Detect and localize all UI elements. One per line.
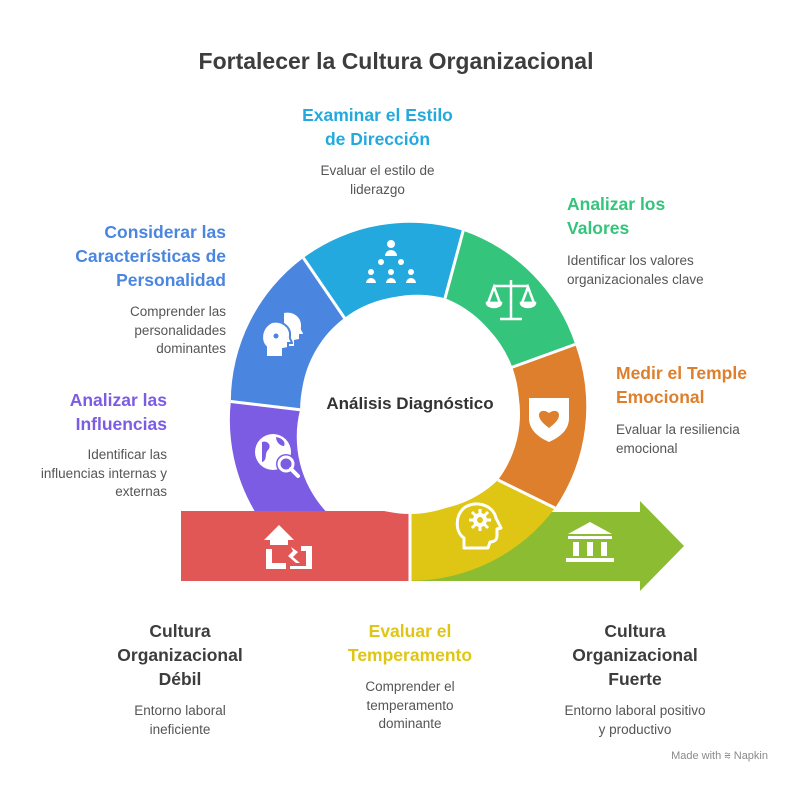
step-desc-weak-culture: Entorno laboral ineficiente	[134, 703, 226, 737]
hierarchy-people-icon	[366, 240, 416, 283]
step-desc-leadership: Evaluar el estilo de liderazgo	[320, 163, 435, 197]
globe-search-icon	[255, 434, 300, 478]
step-desc-strong-culture: Entorno laboral positivo y productivo	[564, 703, 706, 737]
center-disc	[301, 296, 519, 514]
step-desc-personality: Comprender las personalidades dominantes	[129, 304, 226, 356]
step-desc-values: Identificar los valores organizacionales…	[567, 253, 704, 287]
segment-cyan	[303, 222, 464, 321]
step-heading-influences: Analizar las Influencias	[69, 390, 167, 434]
segment-yellow	[410, 480, 555, 581]
weak-culture-bar	[181, 511, 410, 581]
step-heading-emotional: Medir el Temple Emocional	[616, 363, 747, 407]
head-gear-icon	[455, 502, 503, 550]
step-heading-values: Analizar los Valores	[567, 194, 666, 238]
step-heading-temperament: Evaluar el Temperamento	[347, 621, 473, 665]
step-heading-personality: Considerar las Características de Person…	[75, 222, 226, 290]
heart-shield-icon	[529, 398, 569, 442]
heads-icon	[261, 312, 303, 358]
step-desc-emotional: Evaluar la resiliencia emocional	[616, 422, 740, 456]
napkin-footer: Made with ⩬ Napkin	[671, 750, 768, 762]
broken-building-icon	[264, 525, 312, 569]
center-label: Análisis Diagnóstico	[326, 394, 494, 413]
page-title: Fortalecer la Cultura Organizacional	[198, 48, 594, 74]
step-desc-influences: Identificar las influencias internas y e…	[40, 447, 167, 499]
institution-icon	[566, 522, 614, 562]
step-desc-temperament: Comprender el temperamento dominante	[365, 679, 455, 731]
step-heading-weak-culture: Cultura Organizacional Débil	[117, 621, 243, 689]
step-heading-strong-culture: Cultura Organizacional Fuerte	[572, 621, 698, 689]
step-heading-leadership: Examinar el Estilo de Dirección	[302, 105, 453, 149]
scales-icon	[485, 280, 537, 321]
